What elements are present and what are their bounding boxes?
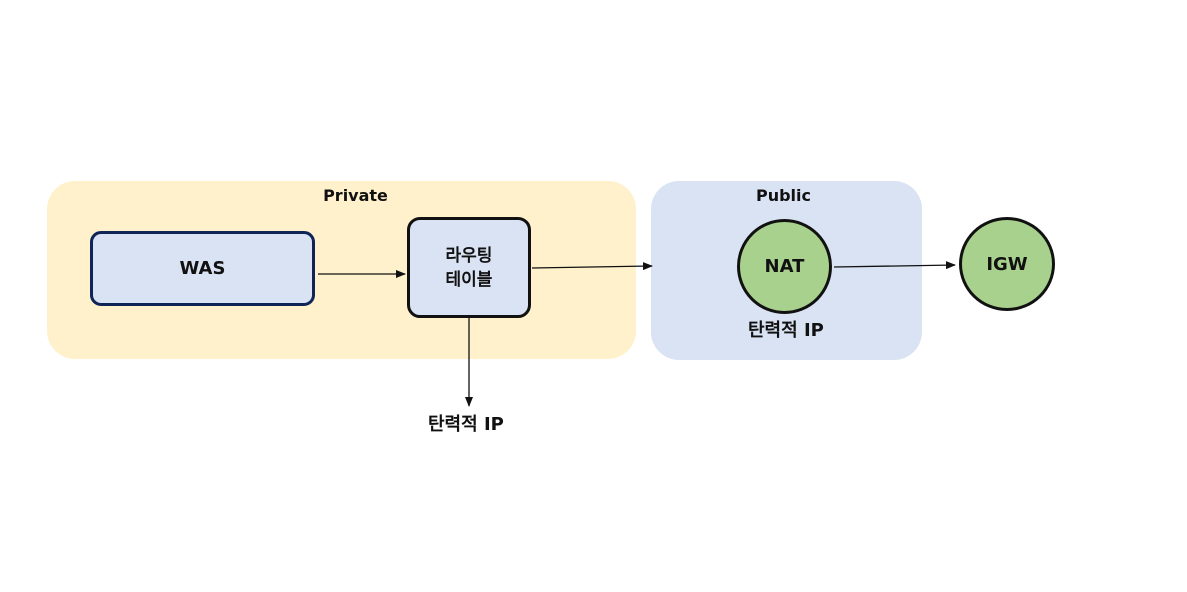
public-zone-label: Public	[755, 186, 812, 205]
was-node-label: WAS	[179, 258, 226, 279]
igw-node-label: IGW	[986, 253, 1028, 275]
nat-elastic-ip-label: 탄력적 IP	[748, 320, 824, 341]
routing-table-node: 라우팅 테이블	[407, 217, 531, 318]
was-node: WAS	[90, 231, 315, 306]
routing-table-node-label: 라우팅 테이블	[445, 245, 493, 290]
nat-node-label: NAT	[764, 256, 805, 277]
private-zone-label: Private	[323, 186, 388, 205]
nat-node: NAT	[737, 219, 832, 314]
routing-elastic-ip-label: 탄력적 IP	[428, 414, 504, 435]
igw-node: IGW	[959, 217, 1055, 311]
